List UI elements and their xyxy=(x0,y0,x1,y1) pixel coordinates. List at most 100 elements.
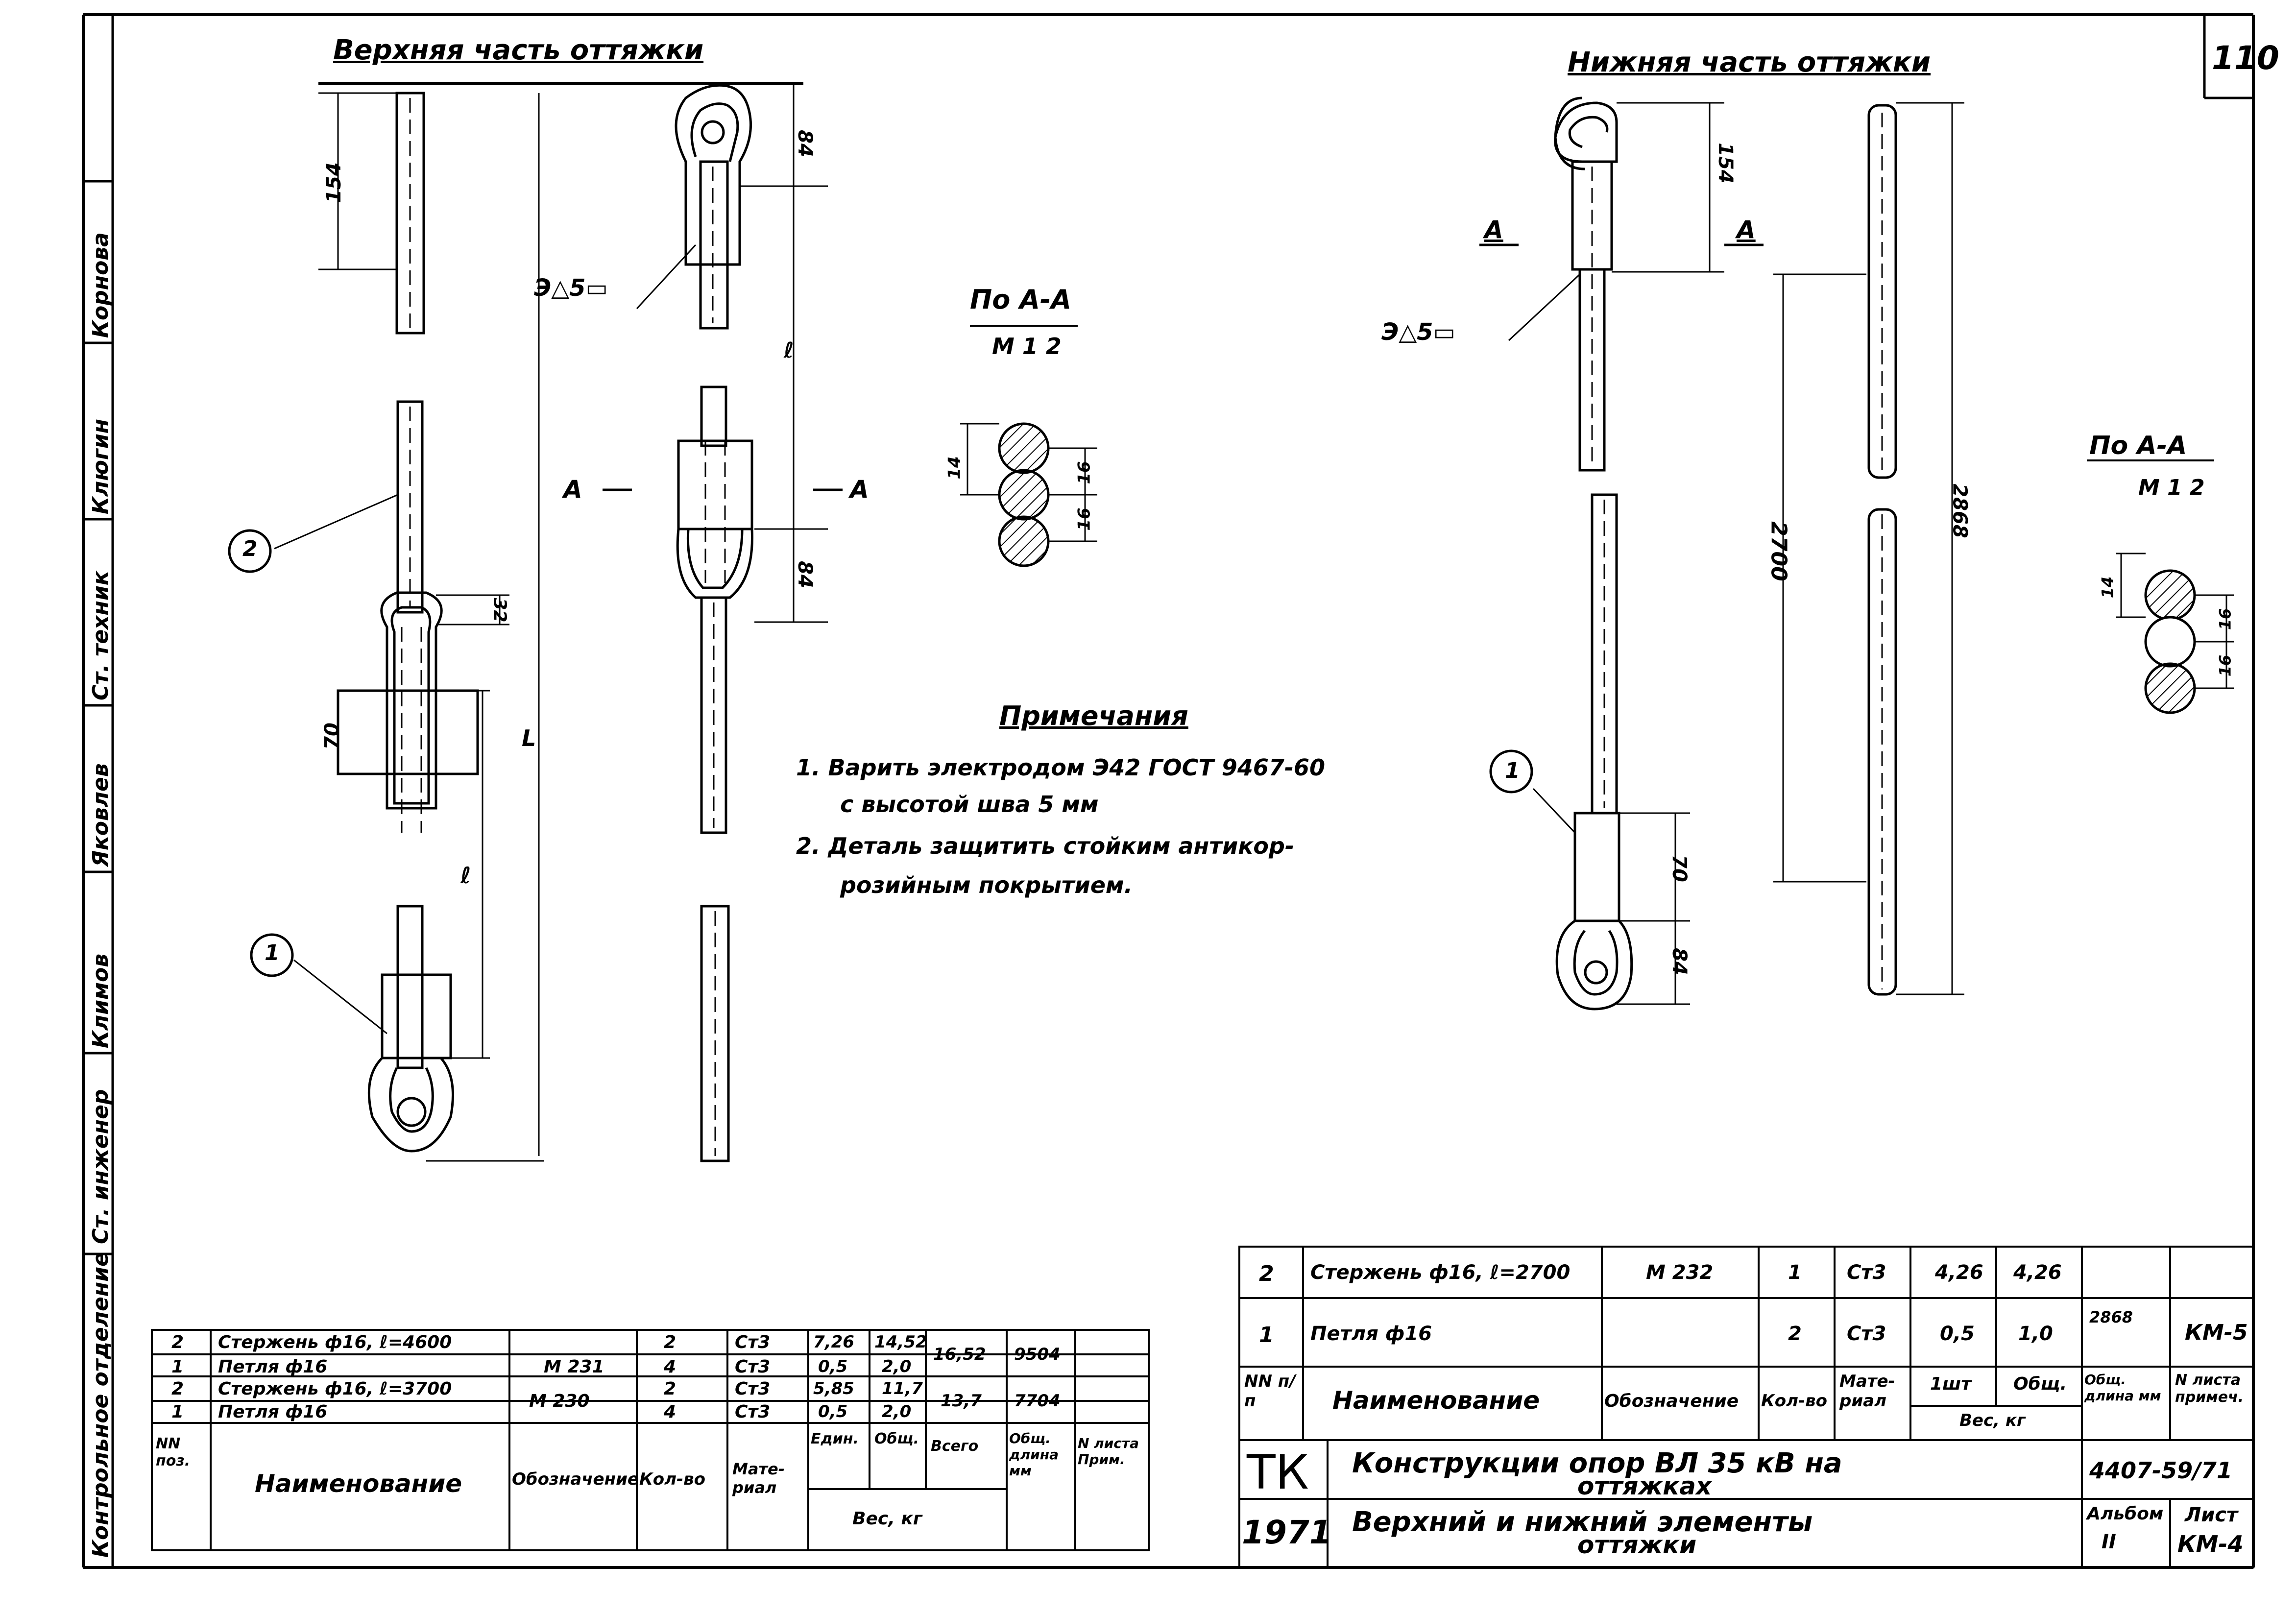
lt-r1-qty: 2 xyxy=(664,1332,677,1352)
stamp-name-4: Корнова xyxy=(88,232,113,338)
section-mark-a-lower-right: А xyxy=(1737,216,1756,244)
rt-r1-mat: Ст3 xyxy=(1847,1261,1886,1284)
weld-mark-upper: Э△5▭ xyxy=(534,274,608,302)
part-callout-1-upper: 1 xyxy=(265,940,280,965)
lt-r2-mat: Ст3 xyxy=(735,1357,771,1377)
title-album-label: Альбом xyxy=(2087,1504,2164,1524)
lt-g1-all: 16,52 xyxy=(933,1345,986,1364)
rt-h-note: N листа примеч. xyxy=(2175,1372,2244,1406)
lt-r3-mat: Ст3 xyxy=(735,1379,771,1399)
lt-g2-len: 7704 xyxy=(1014,1391,1061,1411)
title-year: 1971 xyxy=(1242,1514,1332,1551)
lt-r4-qty: 4 xyxy=(664,1402,677,1422)
rt-r2-total: 1,0 xyxy=(2018,1323,2053,1345)
title-line-1b: оттяжках xyxy=(1577,1472,1712,1500)
note-line-2: с высотой шва 5 мм xyxy=(840,791,1099,818)
lt-r4-total: 2,0 xyxy=(882,1402,912,1421)
lt-r3-name: Стержень ф16, ℓ=3700 xyxy=(218,1379,452,1399)
title-sheet-label: Лист xyxy=(2185,1504,2238,1526)
weld-mark-lower: Э△5▭ xyxy=(1381,318,1455,346)
note-line-1: 1. Варить электродом Э42 ГОСТ 9467-60 xyxy=(796,754,1325,781)
lt-h-unit: Един. xyxy=(811,1430,859,1447)
stamp-name-1: Климов xyxy=(88,953,113,1048)
lt-r2-name: Петля ф16 xyxy=(218,1357,328,1377)
lt-g2-all: 13,7 xyxy=(941,1391,982,1411)
section-a-a-lower xyxy=(2087,459,2234,714)
lt-r2-n: 1 xyxy=(171,1357,184,1377)
rt-len: 2868 xyxy=(2089,1308,2133,1326)
section-scale-lower: М 1 2 xyxy=(2138,475,2205,500)
lower-view-title: Нижняя часть оттяжки xyxy=(1568,47,1931,78)
lt-r4-unit: 0,5 xyxy=(818,1402,848,1421)
lt-h-mat: Мате-риал xyxy=(732,1460,785,1497)
note-line-4: розийным покрытием. xyxy=(840,872,1133,898)
dim-154-lower: 154 xyxy=(1714,143,1737,184)
lt-h-qty: Кол-во xyxy=(639,1469,706,1489)
stamp-name-2: Яковлев xyxy=(88,763,113,867)
lt-h-all: Всего xyxy=(931,1438,979,1455)
lt-g1-len: 9504 xyxy=(1014,1345,1061,1364)
dim-32-upper: 32 xyxy=(489,598,510,623)
lt-r3-total: 11,7 xyxy=(882,1379,923,1398)
lt-r1-unit: 7,26 xyxy=(813,1332,854,1352)
stamp-department: Контрольное отделение xyxy=(88,1252,113,1558)
rt-r2-name: Петля ф16 xyxy=(1310,1323,1432,1345)
part-callout-1-lower: 1 xyxy=(1505,758,1520,783)
lt-r4-n: 1 xyxy=(171,1402,184,1422)
left-spec-table-grid xyxy=(151,1329,1150,1551)
dim-84-lower: 84 xyxy=(1668,948,1691,975)
notes-title: Примечания xyxy=(999,700,1188,731)
lt-r1-name: Стержень ф16, ℓ=4600 xyxy=(218,1332,452,1352)
title-album: II xyxy=(2102,1531,2116,1553)
title-sheet: КМ-4 xyxy=(2177,1531,2244,1557)
lt-h-len: Общ. длина мм xyxy=(1009,1430,1059,1479)
section-dim-16a-upper: 16 xyxy=(1074,461,1094,484)
section-dim-14-lower: 14 xyxy=(2098,576,2117,599)
lt-r3-unit: 5,85 xyxy=(813,1379,854,1398)
lt-r4-name: Петля ф16 xyxy=(218,1402,328,1422)
lt-h-code: Обозначение xyxy=(512,1469,639,1489)
lt-r2-total: 2,0 xyxy=(882,1357,912,1376)
lt-h-weight: Вес, кг xyxy=(852,1509,922,1529)
dim-70-upper: 70 xyxy=(320,722,343,750)
section-title-upper: По А-А xyxy=(970,284,1072,315)
rt-r1-qty: 1 xyxy=(1788,1261,1802,1284)
lt-r2-code: М 231 xyxy=(544,1357,604,1377)
section-mark-a-left: А xyxy=(563,475,582,504)
dim-2700: 2700 xyxy=(1766,521,1791,581)
rt-h-total: Общ. xyxy=(2013,1374,2067,1394)
sheet-number: 110 xyxy=(2212,39,2279,77)
section-dim-16a-lower: 16 xyxy=(2216,608,2235,630)
rt-r2-n: 1 xyxy=(1259,1323,1274,1348)
section-dim-16b-lower: 16 xyxy=(2216,654,2235,677)
title-line-2b: оттяжки xyxy=(1577,1531,1697,1559)
dim-2868: 2868 xyxy=(1948,483,1971,538)
lt-h-total: Общ. xyxy=(874,1430,919,1447)
lower-right-view xyxy=(1773,102,1964,996)
section-mark-a-lower-left: А xyxy=(1484,216,1503,244)
dim-154-upper: 154 xyxy=(322,162,345,203)
note-line-3: 2. Деталь защитить стойким антикор- xyxy=(796,833,1295,859)
section-dim-16b-upper: 16 xyxy=(1074,507,1094,531)
lt-h-n: NN поз. xyxy=(156,1435,191,1469)
section-title-lower: По А-А xyxy=(2089,431,2187,460)
lt-h-note: N листа Прим. xyxy=(1078,1435,1139,1468)
rt-r1-code: М 232 xyxy=(1646,1261,1714,1284)
rt-r1-unit: 4,26 xyxy=(1935,1261,1983,1284)
upper-right-view xyxy=(603,83,843,1162)
dim-70-lower: 70 xyxy=(1668,855,1691,882)
rt-h-unit: 1шт xyxy=(1930,1374,1972,1394)
lt-r4-mat: Ст3 xyxy=(735,1402,771,1422)
lt-r3-n: 2 xyxy=(171,1379,184,1399)
rt-h-n: NN п/п xyxy=(1244,1372,1296,1411)
section-mark-a-right: А xyxy=(850,475,869,504)
title-line-2: Верхний и нижний элементы xyxy=(1352,1506,1813,1538)
lt-r3-qty: 2 xyxy=(664,1379,677,1399)
part-callout-2: 2 xyxy=(242,536,258,561)
rt-r1-n: 2 xyxy=(1259,1261,1274,1286)
upper-left-view xyxy=(228,82,803,1162)
upper-view-title: Верхняя часть оттяжки xyxy=(333,34,704,66)
right-spec-table-grid xyxy=(1238,1246,2254,1568)
